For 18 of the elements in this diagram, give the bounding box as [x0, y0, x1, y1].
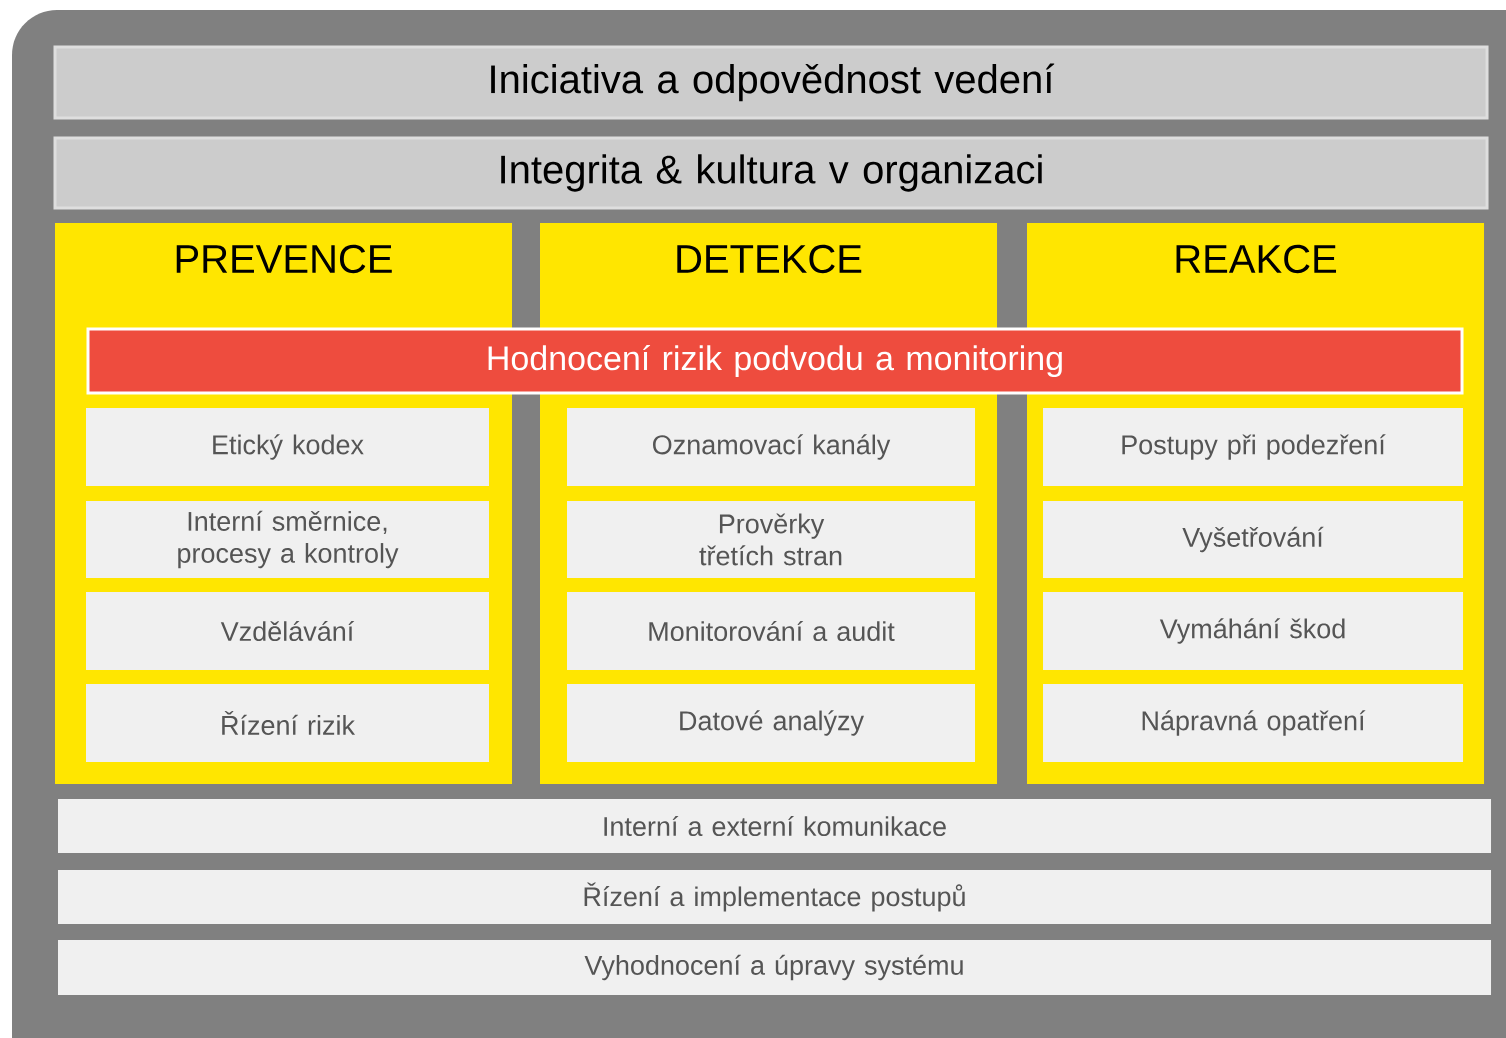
- process-band: Interní a externí komunikace: [58, 799, 1491, 853]
- item-box: Etický kodex: [86, 408, 489, 486]
- item-box: Vzdělávání: [86, 592, 489, 670]
- item-box: Interní směrnice, procesy a kontroly: [86, 501, 489, 578]
- item-box: Nápravná opatření: [1043, 684, 1463, 762]
- item-box: Postupy při podezření: [1043, 408, 1463, 486]
- item-box: Řízení rizik: [86, 684, 489, 762]
- process-band: Řízení a implementace postupů: [58, 870, 1491, 924]
- risk-banner: Hodnocení rizik podvodu a monitoring: [86, 327, 1464, 395]
- item-box: Oznamovací kanály: [567, 408, 975, 486]
- banner-box: Integrita & kultura v organizaci: [53, 136, 1489, 210]
- item-box: Vymáhání škod: [1043, 592, 1463, 670]
- item-box: Monitorování a audit: [567, 592, 975, 670]
- item-box: Prověrky třetích stran: [567, 501, 975, 578]
- item-box: Datové analýzy: [567, 684, 975, 762]
- item-box: Vyšetřování: [1043, 501, 1463, 578]
- banner-box: Iniciativa a odpovědnost vedení: [53, 45, 1489, 120]
- process-band: Vyhodnocení a úpravy systému: [58, 940, 1491, 995]
